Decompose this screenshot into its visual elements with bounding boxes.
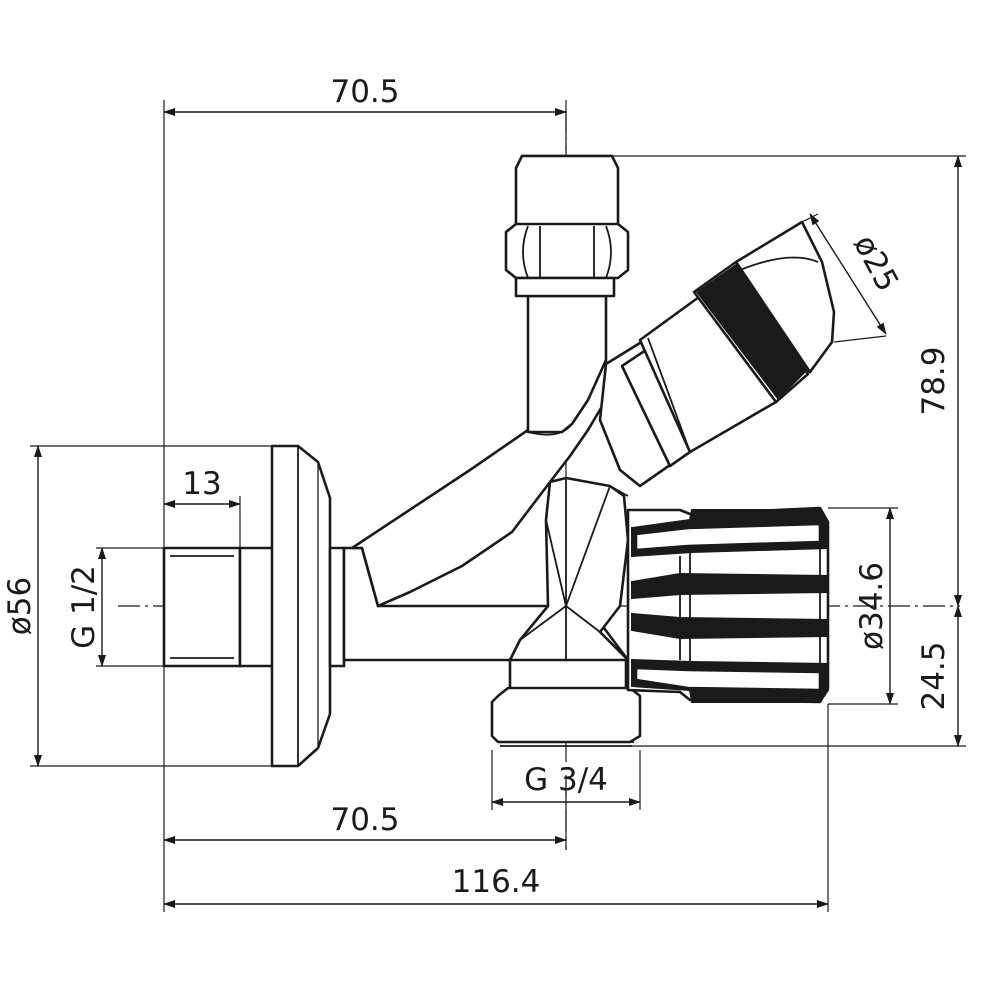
inlet-collar: [328, 546, 346, 668]
label-handle-diameter: ø34.6: [854, 562, 890, 650]
inlet-thread-nipple: [162, 546, 242, 668]
wall-flange: [270, 444, 332, 768]
label-outlet-diameter: ø25: [846, 229, 905, 297]
inlet-neck: [238, 546, 276, 668]
label-overall-height: 78.9: [916, 346, 952, 415]
label-bottom-width: 70.5: [330, 802, 399, 838]
dim-outlet-diameter: [809, 213, 887, 335]
label-thread-length: 13: [182, 466, 221, 502]
top-union-body: [514, 154, 620, 228]
dimension-labels: 70.5 78.9 ø25 ø56 13 G 1/2 ø34.6 24.5 G …: [2, 74, 952, 900]
top-nut-collar: [514, 276, 616, 298]
label-bottom-thread: G 3/4: [524, 762, 608, 798]
bottom-outlet-neck: [508, 658, 628, 692]
label-lower-height: 24.5: [916, 641, 952, 710]
knurl-pattern: [696, 264, 806, 400]
label-flange-diameter: ø56: [2, 577, 38, 635]
upper-vertical-pipe: [526, 294, 608, 434]
label-overall-width: 116.4: [452, 864, 541, 900]
top-hex-nut: [504, 222, 630, 280]
bottom-outlet-nut: [490, 686, 642, 744]
label-inlet-thread: G 1/2: [66, 565, 102, 649]
dimension-lines: [34, 108, 962, 908]
label-top-width: 70.5: [330, 74, 399, 110]
valve-body: [162, 154, 836, 768]
